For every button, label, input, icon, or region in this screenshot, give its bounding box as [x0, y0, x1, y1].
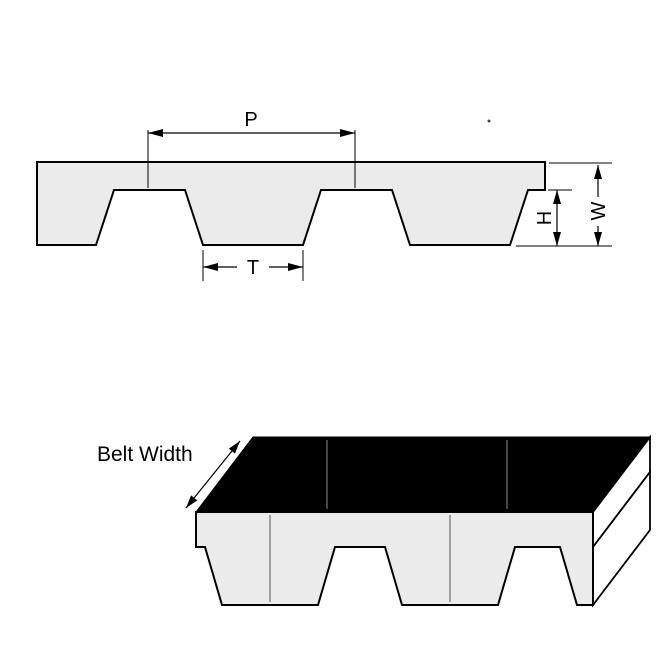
belt-thickness-label: W	[588, 201, 610, 220]
tooth-height-arrowhead-up-icon	[553, 190, 561, 204]
tooth-height-arrowhead-down-icon	[553, 232, 561, 246]
belt-width-label: Belt Width	[97, 443, 193, 466]
belt-width-arrowhead-upper-icon	[228, 441, 240, 454]
tooth-width-arrowhead-right-icon	[288, 263, 303, 271]
isometric-view: Belt Width	[97, 434, 652, 608]
belt-thickness-arrowhead-down-icon	[594, 232, 602, 246]
tooth-height-label: H	[534, 211, 556, 225]
belt-cross-section-outline	[36, 161, 546, 246]
pitch-arrowhead-left-icon	[148, 129, 163, 137]
tooth-width-arrowhead-left-icon	[203, 263, 218, 271]
belt-front-face	[195, 511, 594, 606]
belt-top-face	[194, 436, 652, 513]
cross-section-view: P T H W	[36, 109, 612, 281]
belt-width-arrow-line	[185, 440, 241, 509]
belt-width-arrowhead-lower-icon	[186, 495, 198, 508]
pitch-arrowhead-right-icon	[340, 129, 355, 137]
belt-thickness-arrowhead-up-icon	[594, 165, 602, 179]
pitch-label: P	[244, 109, 257, 131]
stray-dot-mark	[487, 119, 491, 123]
tooth-width-label: T	[247, 257, 259, 279]
